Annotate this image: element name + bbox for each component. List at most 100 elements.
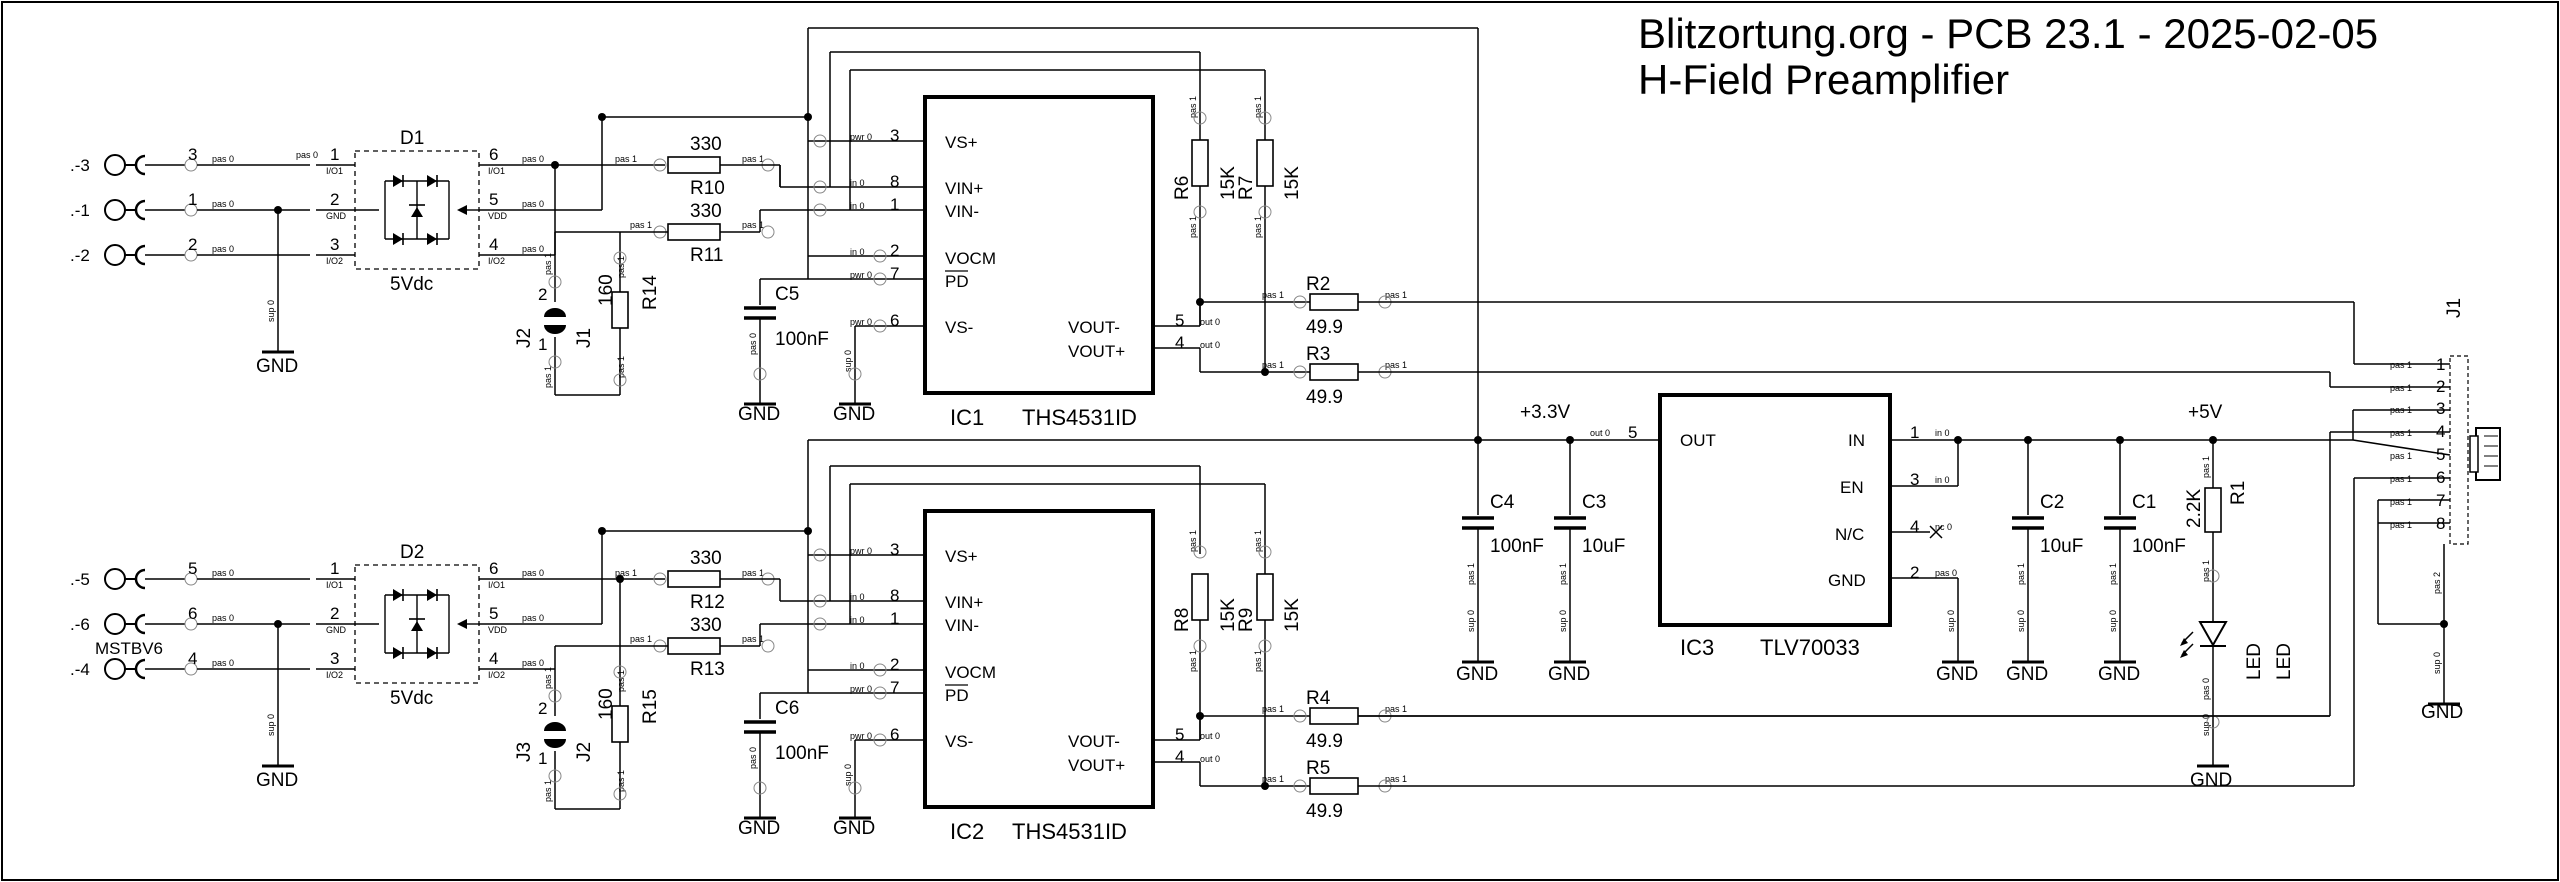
pin-tag: VDD xyxy=(488,211,508,221)
pin-tag: sup 0 xyxy=(843,764,853,786)
connector-ref: J1 xyxy=(2444,298,2465,318)
pin-tag: pas 1 xyxy=(615,568,637,578)
pin-tag: pas 1 xyxy=(1558,563,1568,585)
channel-2: .-5 5 .-6 6 .-4 4 MSTBV6 pas 0 pas 0 pas… xyxy=(70,440,2354,844)
regulator-ic3: +3.3V out 0 5 OUT IN EN N/C GND 1 3 4 2 … xyxy=(1474,393,2120,685)
pin-tag: pas 0 xyxy=(2201,678,2211,700)
pin-num: 2 xyxy=(330,190,339,209)
pin-name: VOCM xyxy=(945,663,996,682)
pin-tag: pwr 0 xyxy=(850,684,872,694)
ic-ref: IC1 xyxy=(950,405,984,430)
jumper-ch2: 2 1 pas 1 pas 1 J3 J2 xyxy=(514,667,595,809)
capacitor-ref: C6 xyxy=(775,698,799,719)
pin-tag: GND xyxy=(326,625,347,635)
pin-tag: sup 0 xyxy=(843,350,853,372)
pin-tag: pas 1 xyxy=(2390,497,2412,507)
resistor-r9: R9 15K pas 1 pas 1 xyxy=(1236,484,1303,786)
pin-tag: pas 0 xyxy=(522,244,544,254)
channel-1: .-3 3 .-1 1 .-2 2 pas 0 pas 0 pas 0 sup … xyxy=(70,27,2354,440)
capacitor-value: 100nF xyxy=(1490,536,1544,557)
pin-tag: pas 1 xyxy=(1262,774,1284,784)
pin-name: VIN- xyxy=(945,202,979,221)
pin-name: VOUT+ xyxy=(1068,756,1125,775)
pin-num: 3 xyxy=(1910,470,1919,489)
pin-tag: pas 1 xyxy=(1385,290,1407,300)
terminal-pin: 3 xyxy=(188,145,197,164)
pin-tag: pwr 0 xyxy=(850,731,872,741)
resistor-ref: R14 xyxy=(640,275,661,310)
pin-tag: pas 1 xyxy=(742,568,764,578)
jumper-pin: 2 xyxy=(538,285,547,304)
pin-name: PD xyxy=(945,686,969,705)
tvs-value: 5Vdc xyxy=(390,274,433,295)
resistor-ref: R7 xyxy=(1236,176,1257,200)
pin-tag: pas 0 xyxy=(522,613,544,623)
pin-name: OUT xyxy=(1680,431,1716,450)
resistor-value: 330 xyxy=(690,548,722,569)
pin-tag: pas 0 xyxy=(212,658,234,668)
pin-num: 3 xyxy=(330,649,339,668)
resistor-r8: R8 15K pas 1 pas 1 xyxy=(1172,466,1239,740)
pin-tag: pas 0 xyxy=(212,568,234,578)
tvs-ref: D1 xyxy=(400,128,424,149)
pin-tag: pas 1 xyxy=(543,366,553,388)
gnd-label: GND xyxy=(738,818,780,839)
gnd-label: GND xyxy=(2006,664,2048,685)
pin-tag: nc 0 xyxy=(1935,522,1952,532)
pin-tag: pas 1 xyxy=(1253,96,1263,118)
pin-name: VS+ xyxy=(945,133,978,152)
capacitor-ref: C5 xyxy=(775,284,799,305)
pin-tag: out 0 xyxy=(1200,731,1220,741)
pin-name: VIN+ xyxy=(945,179,983,198)
pin-tag: in 0 xyxy=(850,201,865,211)
ic-ref: IC3 xyxy=(1680,635,1714,660)
gnd-label: GND xyxy=(256,356,298,377)
input-terminal-ch1-a: .-3 3 xyxy=(70,145,199,177)
pin-name: VIN+ xyxy=(945,593,983,612)
capacitor-c4: C4 100nF pas 1 sup 0 GND xyxy=(1456,440,1544,685)
pin-num: 2 xyxy=(890,241,899,260)
pin-tag: in 0 xyxy=(850,615,865,625)
pin-tag: pas 1 xyxy=(1262,290,1284,300)
resistor-ref: R13 xyxy=(690,659,725,680)
pin-tag: sup 0 xyxy=(1466,610,1476,632)
pin-tag: pas 1 xyxy=(630,220,652,230)
ic-ref: IC2 xyxy=(950,819,984,844)
resistor-ref: R11 xyxy=(690,245,723,266)
resistor-ref: R8 xyxy=(1172,608,1193,632)
led-indicator: +5V 2.2K R1 pas 1 pas 1 pas 0 sup 0 GND … xyxy=(2120,402,2353,791)
gnd-label: GND xyxy=(1548,664,1590,685)
input-terminal-ch1-b: .-1 1 xyxy=(70,190,199,222)
capacitor-value: 100nF xyxy=(775,329,829,350)
terminal-label: .-4 xyxy=(70,660,90,679)
pin-tag: pas 2 xyxy=(2432,572,2442,594)
pin-num: 6 xyxy=(890,725,899,744)
pin-name: PD xyxy=(945,272,969,291)
pin-name: VOUT+ xyxy=(1068,342,1125,361)
capacitor-ref: C1 xyxy=(2132,492,2156,513)
ic-value: TLV70033 xyxy=(1760,635,1860,660)
pin-tag: out 0 xyxy=(1200,754,1220,764)
resistor-r6: R6 15K pas 1 pas 1 xyxy=(1172,52,1239,326)
pin-tag: I/O2 xyxy=(488,670,505,680)
terminal-label: .-3 xyxy=(70,156,90,175)
pin-tag: pas 1 xyxy=(615,154,637,164)
terminal-pin: 1 xyxy=(188,190,197,209)
pin-tag: pwr 0 xyxy=(850,132,872,142)
pin-num: 5 xyxy=(1175,311,1184,330)
v33-label: +3.3V xyxy=(1520,402,1571,423)
tvs-diode-d2: 1 2 3 I/O1 GND I/O2 D2 5Vdc 6 5 4 I/O1 V… xyxy=(316,542,544,709)
terminal-pin: 2 xyxy=(188,235,197,254)
schematic-title: Blitzortung.org - PCB 23.1 - 2025-02-05 xyxy=(1638,10,2378,57)
capacitor-ref: C3 xyxy=(1582,492,1606,513)
capacitor-c3: C3 10uF pas 1 sup 0 GND xyxy=(1548,440,1625,685)
pin-num: 7 xyxy=(890,678,899,697)
pin-tag: pas 1 xyxy=(2016,563,2026,585)
pin-tag: I/O1 xyxy=(488,580,505,590)
led-value: LED xyxy=(2274,643,2295,680)
resistor-ref: R9 xyxy=(1236,608,1257,632)
pin-tag: pas 0 xyxy=(296,150,318,160)
pin-name: EN xyxy=(1840,478,1864,497)
